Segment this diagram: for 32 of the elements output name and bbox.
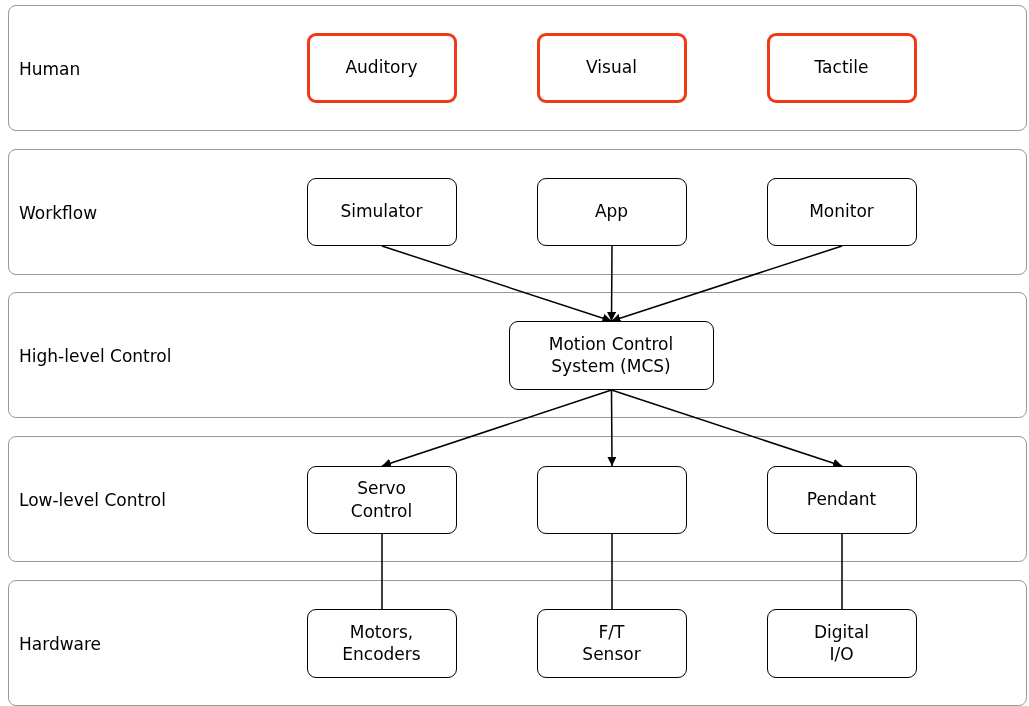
- component-box: Servo Control: [306, 465, 457, 534]
- layer-band: [8, 5, 1027, 131]
- arrow: [607, 389, 617, 467]
- component-box: Auditory: [306, 32, 457, 103]
- layer-band: [8, 292, 1027, 418]
- connector-line: [381, 533, 383, 610]
- connector-line: [841, 533, 843, 610]
- arrow: [610, 389, 843, 468]
- arrow: [381, 389, 613, 468]
- layer-label: Human: [19, 59, 81, 79]
- layer-label: Workflow: [19, 203, 98, 223]
- connector-line: [611, 533, 613, 610]
- arrow: [381, 245, 613, 323]
- layer-label: High-level Control: [19, 346, 172, 366]
- component-box: Simulator: [306, 177, 457, 246]
- arrow: [607, 245, 617, 322]
- component-box: Digital I/O: [766, 608, 917, 678]
- layer-band: [8, 436, 1027, 562]
- arrow: [610, 245, 843, 323]
- layer-label: Hardware: [19, 634, 102, 654]
- component-box: Monitor: [766, 177, 917, 246]
- component-box: App: [536, 177, 687, 246]
- layer-label: Low-level Control: [19, 490, 166, 510]
- component-box: F/T Sensor: [536, 608, 687, 678]
- component-box: Visual: [536, 32, 687, 103]
- component-box: Motion Control System (MCS): [508, 320, 714, 390]
- layer-band: [8, 580, 1027, 706]
- component-box: Motors, Encoders: [306, 608, 457, 678]
- layer-band: [8, 149, 1027, 275]
- component-box: Pendant: [766, 465, 917, 534]
- component-box: Tactile: [766, 32, 917, 103]
- empty-box: [536, 465, 687, 534]
